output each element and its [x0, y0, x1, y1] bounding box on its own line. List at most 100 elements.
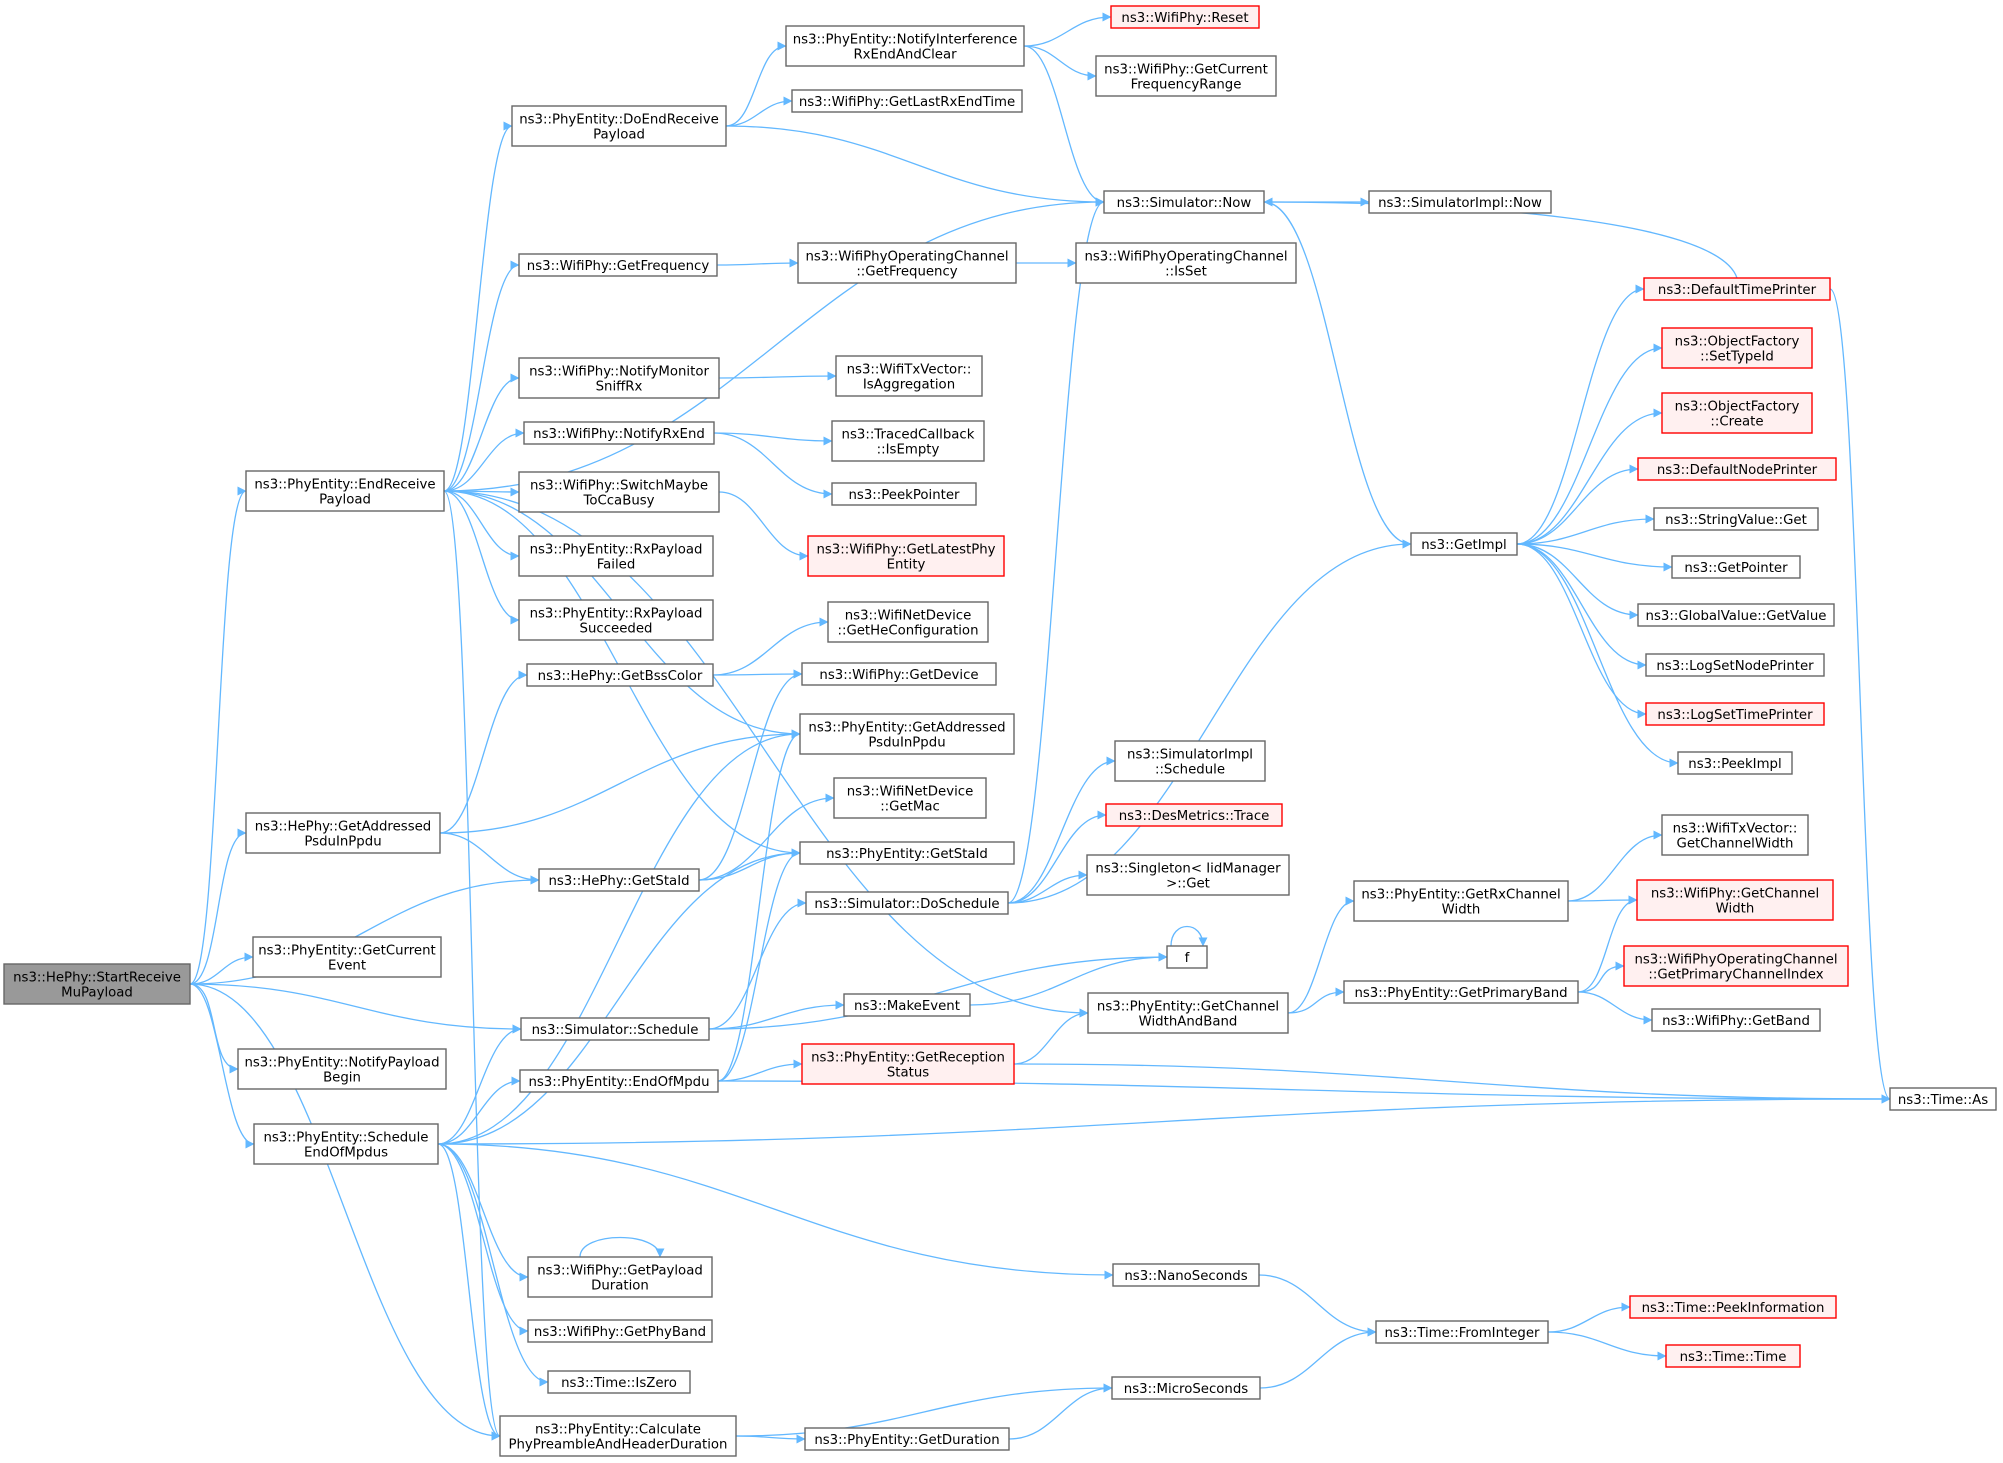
node-ns3-stringvalue-get[interactable]: ns3::StringValue::Get: [1653, 507, 1819, 531]
node-label-line: ns3::DefaultTimePrinter: [1658, 283, 1817, 298]
node-box: [519, 1069, 719, 1093]
call-edge: [1516, 543, 1639, 620]
node-ns3-simulatorimpl-schedule[interactable]: ns3::SimulatorImpl::Schedule: [1114, 740, 1266, 782]
call-edge: [717, 848, 801, 1082]
node-ns3-phyentity-notifyinterference-rxendandclear[interactable]: ns3::PhyEntity::NotifyInterferenceRxEndA…: [785, 25, 1025, 67]
node-ns3-time-peekinformation[interactable]: ns3::Time::PeekInformation: [1629, 1295, 1837, 1319]
node-ns3-time-as[interactable]: ns3::Time::As: [1889, 1087, 1997, 1111]
call-edge: [708, 1000, 845, 1030]
node-ns3-hephy-getbsscolor[interactable]: ns3::HePhy::GetBssColor: [526, 663, 714, 687]
call-edge: [437, 1076, 521, 1145]
node-ns3-logsettimeprinter[interactable]: ns3::LogSetTimePrinter: [1645, 702, 1825, 726]
node-label-line: ns3::Singleton< IidManager: [1095, 862, 1281, 877]
node-ns3-wifiphy-getfrequency[interactable]: ns3::WifiPhy::GetFrequency: [518, 253, 718, 277]
node-ns3-getpointer[interactable]: ns3::GetPointer: [1671, 555, 1801, 579]
node-ns3-time-frominteger[interactable]: ns3::Time::FromInteger: [1375, 1320, 1549, 1344]
node-label-line: ns3::PeekImpl: [1688, 757, 1781, 772]
node-ns3-wifiphyoperatingchannel-getprimarychannelindex[interactable]: ns3::WifiPhyOperatingChannel::GetPrimary…: [1623, 945, 1849, 987]
node-ns3-phyentity-getduration[interactable]: ns3::PhyEntity::GetDuration: [804, 1427, 1010, 1451]
node-label-line: ::GetPrimaryChannelIndex: [1648, 968, 1823, 983]
call-edge: [437, 1094, 1891, 1145]
call-edge: [1547, 1302, 1631, 1333]
node-ns3-microseconds[interactable]: ns3::MicroSeconds: [1111, 1376, 1261, 1400]
call-edge: [725, 41, 787, 127]
node-ns3-wifitxvector-isaggregation[interactable]: ns3::WifiTxVector::IsAggregation: [835, 355, 983, 397]
node-ns3-objectfactory-settypeid[interactable]: ns3::ObjectFactory::SetTypeId: [1661, 327, 1813, 369]
node-ns3-phyentity-calculate-phypreambleandheaderduration[interactable]: ns3::PhyEntity::CalculatePhyPreambleAndH…: [499, 1415, 737, 1457]
node-ns3-nanoseconds[interactable]: ns3::NanoSeconds: [1112, 1263, 1260, 1287]
call-edge: [437, 729, 801, 1145]
node-ns3-objectfactory-create[interactable]: ns3::ObjectFactory::Create: [1661, 392, 1813, 434]
node-label-line: ns3::PhyEntity::Calculate: [535, 1423, 701, 1438]
node-ns3-tracedcallback-isempty[interactable]: ns3::TracedCallback::IsEmpty: [831, 420, 985, 462]
node-ns3-globalvalue-getvalue[interactable]: ns3::GlobalValue::GetValue: [1637, 603, 1835, 627]
node-ns3-phyentity-endofmpdu[interactable]: ns3::PhyEntity::EndOfMpdu: [519, 1069, 719, 1093]
node-ns3-wifiphy-getphyband[interactable]: ns3::WifiPhy::GetPhyBand: [527, 1319, 713, 1343]
node-ns3-wifiphy-reset[interactable]: ns3::WifiPhy::Reset: [1110, 5, 1260, 29]
node-label-line: ns3::PhyEntity::DoEndReceive: [519, 113, 719, 128]
node-box: [237, 1048, 447, 1090]
call-edge: [437, 1143, 549, 1387]
node-ns3-simulatorimpl-now[interactable]: ns3::SimulatorImpl::Now: [1368, 190, 1552, 214]
node-ns3-wifiphy-getchannel-width[interactable]: ns3::WifiPhy::GetChannelWidth: [1636, 879, 1834, 921]
node-ns3-getimpl[interactable]: ns3::GetImpl: [1410, 532, 1518, 556]
node-box: [801, 1043, 1015, 1085]
node-ns3-hephy-getstaid[interactable]: ns3::HePhy::GetStaId: [538, 868, 700, 892]
node-ns3-wifiphy-getdevice[interactable]: ns3::WifiPhy::GetDevice: [801, 662, 997, 686]
node-ns3-time-time[interactable]: ns3::Time::Time: [1665, 1344, 1801, 1368]
node-label-line: ::SetTypeId: [1700, 350, 1774, 365]
node-label-line: ns3::GetPointer: [1684, 561, 1788, 576]
node-label-line: ns3::PhyEntity::GetStaId: [826, 847, 988, 862]
function-nodes: ns3::HePhy::StartReceiveMuPayloadns3::Ph…: [3, 5, 1997, 1457]
node-ns3-wifinetdevice-getmac[interactable]: ns3::WifiNetDevice::GetMac: [833, 777, 987, 819]
node-box: [1661, 814, 1809, 856]
node-ns3-wifiphyoperatingchannel-isset[interactable]: ns3::WifiPhyOperatingChannel::IsSet: [1075, 242, 1297, 284]
node-box: [1665, 1344, 1801, 1368]
node-ns3-phyentity-getprimaryband[interactable]: ns3::PhyEntity::GetPrimaryBand: [1343, 980, 1579, 1004]
node-ns3-simulator-doschedule[interactable]: ns3::Simulator::DoSchedule: [805, 891, 1009, 915]
node-ns3-peekpointer[interactable]: ns3::PeekPointer: [831, 482, 977, 506]
node-ns3-peekimpl[interactable]: ns3::PeekImpl: [1677, 751, 1793, 775]
node-ns3-wifitxvector-getchannelwidth[interactable]: ns3::WifiTxVector::GetChannelWidth: [1661, 814, 1809, 856]
node-label-line: ns3::Time::FromInteger: [1384, 1326, 1540, 1341]
node-label-line: ToCcaBusy: [582, 494, 654, 509]
node-ns3-singleton-iidmanager-get[interactable]: ns3::Singleton< IidManager>::Get: [1086, 854, 1290, 896]
node-label-line: GetChannelWidth: [1677, 837, 1794, 852]
node-ns3-simulator-now[interactable]: ns3::Simulator::Now: [1103, 190, 1265, 214]
node-ns3-wifiphy-getlastrxendtime[interactable]: ns3::WifiPhy::GetLastRxEndTime: [791, 89, 1023, 113]
node-ns3-makeevent[interactable]: ns3::MakeEvent: [843, 993, 971, 1017]
node-label-line: ns3::WifiNetDevice: [847, 785, 974, 800]
call-edge: [443, 490, 520, 561]
node-ns3-wifiphy-getband[interactable]: ns3::WifiPhy::GetBand: [1651, 1008, 1821, 1032]
node-ns3-defaulttimeprinter[interactable]: ns3::DefaultTimePrinter: [1643, 277, 1831, 301]
node-f[interactable]: f: [1166, 945, 1208, 969]
node-ns3-wifiphy-notifyrxend[interactable]: ns3::WifiPhy::NotifyRxEnd: [523, 421, 715, 445]
node-ns3-wifiphyoperatingchannel-getfrequency[interactable]: ns3::WifiPhyOperatingChannel::GetFrequen…: [797, 242, 1017, 284]
call-edge: [1170, 925, 1208, 947]
node-ns3-time-iszero[interactable]: ns3::Time::IsZero: [547, 1370, 691, 1394]
node-ns3-logsetnodeprinter[interactable]: ns3::LogSetNodePrinter: [1645, 653, 1825, 677]
node-ns3-wifinetdevice-getheconfiguration[interactable]: ns3::WifiNetDevice::GetHeConfiguration: [827, 601, 989, 643]
node-ns3-simulator-schedule[interactable]: ns3::Simulator::Schedule: [520, 1017, 710, 1041]
node-ns3-desmetrics-trace[interactable]: ns3::DesMetrics::Trace: [1105, 803, 1283, 827]
node-ns3-defaultnodeprinter[interactable]: ns3::DefaultNodePrinter: [1637, 457, 1837, 481]
node-ns3-phyentity-getstaid[interactable]: ns3::PhyEntity::GetStaId: [799, 841, 1015, 865]
